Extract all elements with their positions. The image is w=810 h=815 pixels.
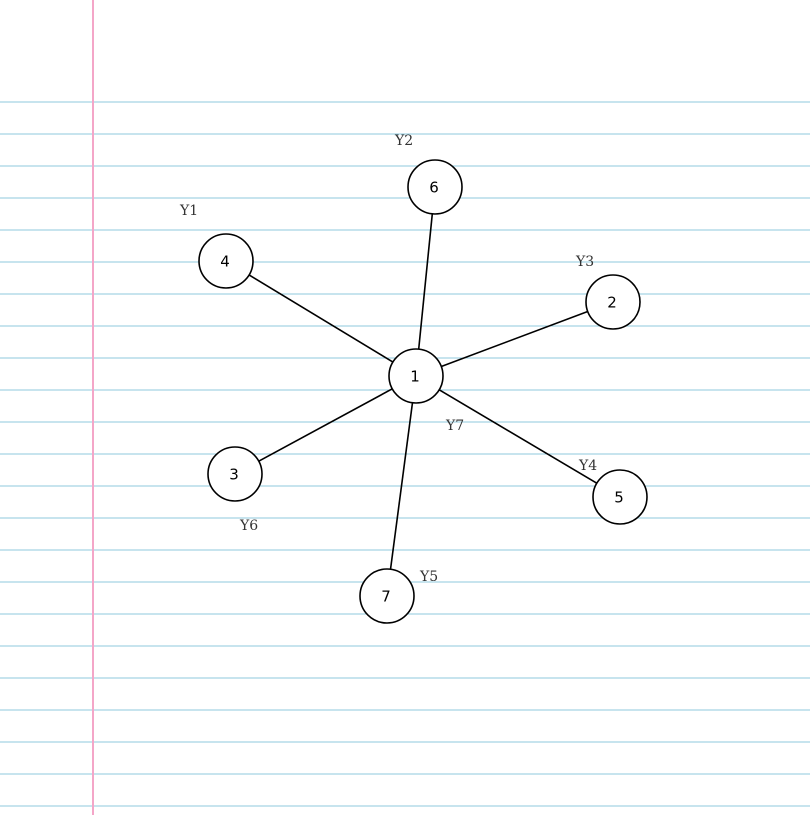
nodes: 1 2 3 4 5 6 7	[198, 159, 648, 624]
tag-label: Y6	[239, 518, 258, 534]
tag-label: Y1	[179, 203, 198, 219]
tag-label: Y4	[578, 458, 597, 474]
node-label: 1	[410, 368, 420, 386]
node-7: 7	[359, 568, 415, 624]
edge-1-4	[248, 274, 394, 363]
edge-1-5	[438, 389, 598, 484]
edges	[248, 213, 598, 570]
edge-1-6	[417, 213, 434, 350]
node-label: 3	[229, 466, 239, 484]
node-2: 2	[585, 274, 641, 330]
node-circle	[592, 469, 648, 525]
tag-label: Y5	[419, 569, 438, 585]
node-circle	[585, 274, 641, 330]
node-label: 6	[429, 179, 439, 197]
ruled-lines	[0, 101, 810, 807]
edge-1-2	[440, 310, 589, 368]
node-3: 3	[207, 446, 263, 502]
node-6: 6	[407, 159, 463, 215]
tag-label: Y3	[575, 254, 594, 270]
node-1: 1	[388, 348, 444, 404]
tag-label: Y2	[394, 133, 413, 149]
node-label: 7	[381, 588, 391, 606]
node-label: 4	[220, 253, 230, 271]
node-label: 2	[607, 294, 617, 312]
node-5: 5	[592, 469, 648, 525]
edge-1-3	[258, 388, 393, 462]
tag-label: Y7	[445, 418, 464, 434]
node-4: 4	[198, 233, 254, 289]
node-circle	[198, 233, 254, 289]
node-circle	[388, 348, 444, 404]
node-label: 5	[614, 489, 624, 507]
node-circle	[407, 159, 463, 215]
node-circle	[207, 446, 263, 502]
edge-1-7	[389, 402, 414, 570]
node-circle	[359, 568, 415, 624]
